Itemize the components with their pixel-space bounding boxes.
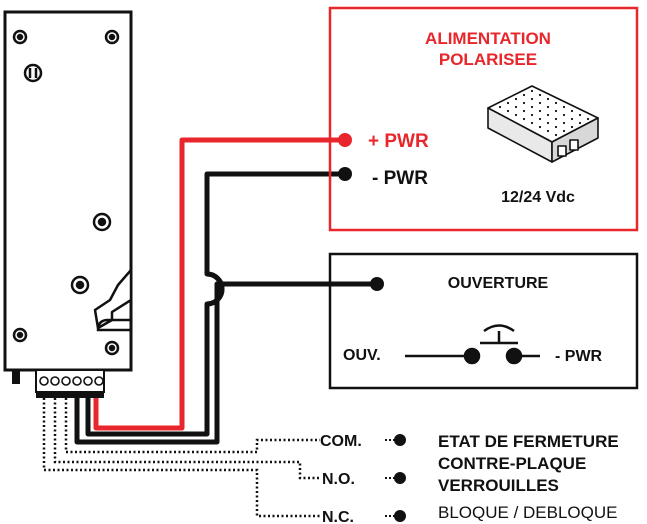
negative-pwr-label: - PWR bbox=[372, 168, 428, 189]
adjust-screw-icon bbox=[23, 63, 112, 295]
terminal-base bbox=[36, 392, 104, 398]
power-supply-icon bbox=[487, 85, 599, 163]
status-line-2: CONTRE-PLAQUE bbox=[438, 454, 586, 473]
opening-panel: OUVERTURE OUV. - PWR bbox=[328, 252, 639, 390]
latch-notch bbox=[96, 318, 131, 332]
electric-strike-device bbox=[3, 10, 133, 398]
status-line-3: VERROUILLES bbox=[438, 476, 559, 495]
device-tab bbox=[12, 370, 20, 384]
push-button-switch-icon bbox=[405, 324, 540, 365]
opening-terminal-dot bbox=[370, 277, 384, 291]
opening-title: OUVERTURE bbox=[448, 275, 549, 292]
wire-black-opening bbox=[74, 281, 377, 445]
power-supply-voltage: 12/24 Vdc bbox=[501, 189, 575, 206]
wire-nc bbox=[42, 398, 320, 518]
power-supply-panel: ALIMENTATION POLARISEE 12/24 Vdc + PWR bbox=[328, 6, 639, 232]
opening-left-label: OUV. bbox=[343, 347, 381, 364]
positive-pwr-label: + PWR bbox=[368, 131, 429, 152]
wire-crossing-hop bbox=[206, 271, 225, 307]
opening-frame bbox=[328, 252, 639, 390]
power-supply-title-1: ALIMENTATION bbox=[425, 29, 551, 48]
power-supply-title-2: POLARISEE bbox=[439, 50, 537, 69]
status-line-4: BLOQUE / DEBLOQUE bbox=[438, 503, 618, 522]
status-line-1: ETAT DE FERMETURE bbox=[438, 432, 619, 451]
negative-terminal-dot bbox=[338, 167, 352, 181]
contact-wires-dotted bbox=[42, 398, 320, 518]
power-supply-frame bbox=[328, 6, 639, 232]
positive-terminal-dot bbox=[338, 133, 352, 147]
contact-dot-icons bbox=[385, 434, 406, 522]
contact-labels: COM. N.O. N.C. ETAT DE FERMETURE CONTRE-… bbox=[320, 432, 619, 524]
screw-icon bbox=[12, 29, 120, 356]
terminal-screws bbox=[39, 376, 104, 386]
no-label: N.O. bbox=[322, 471, 355, 488]
com-label: COM. bbox=[320, 433, 362, 450]
nc-label: N.C. bbox=[322, 509, 354, 524]
wire-red-positive bbox=[93, 137, 345, 431]
wire-com bbox=[64, 398, 320, 454]
opening-right-label: - PWR bbox=[555, 348, 603, 365]
